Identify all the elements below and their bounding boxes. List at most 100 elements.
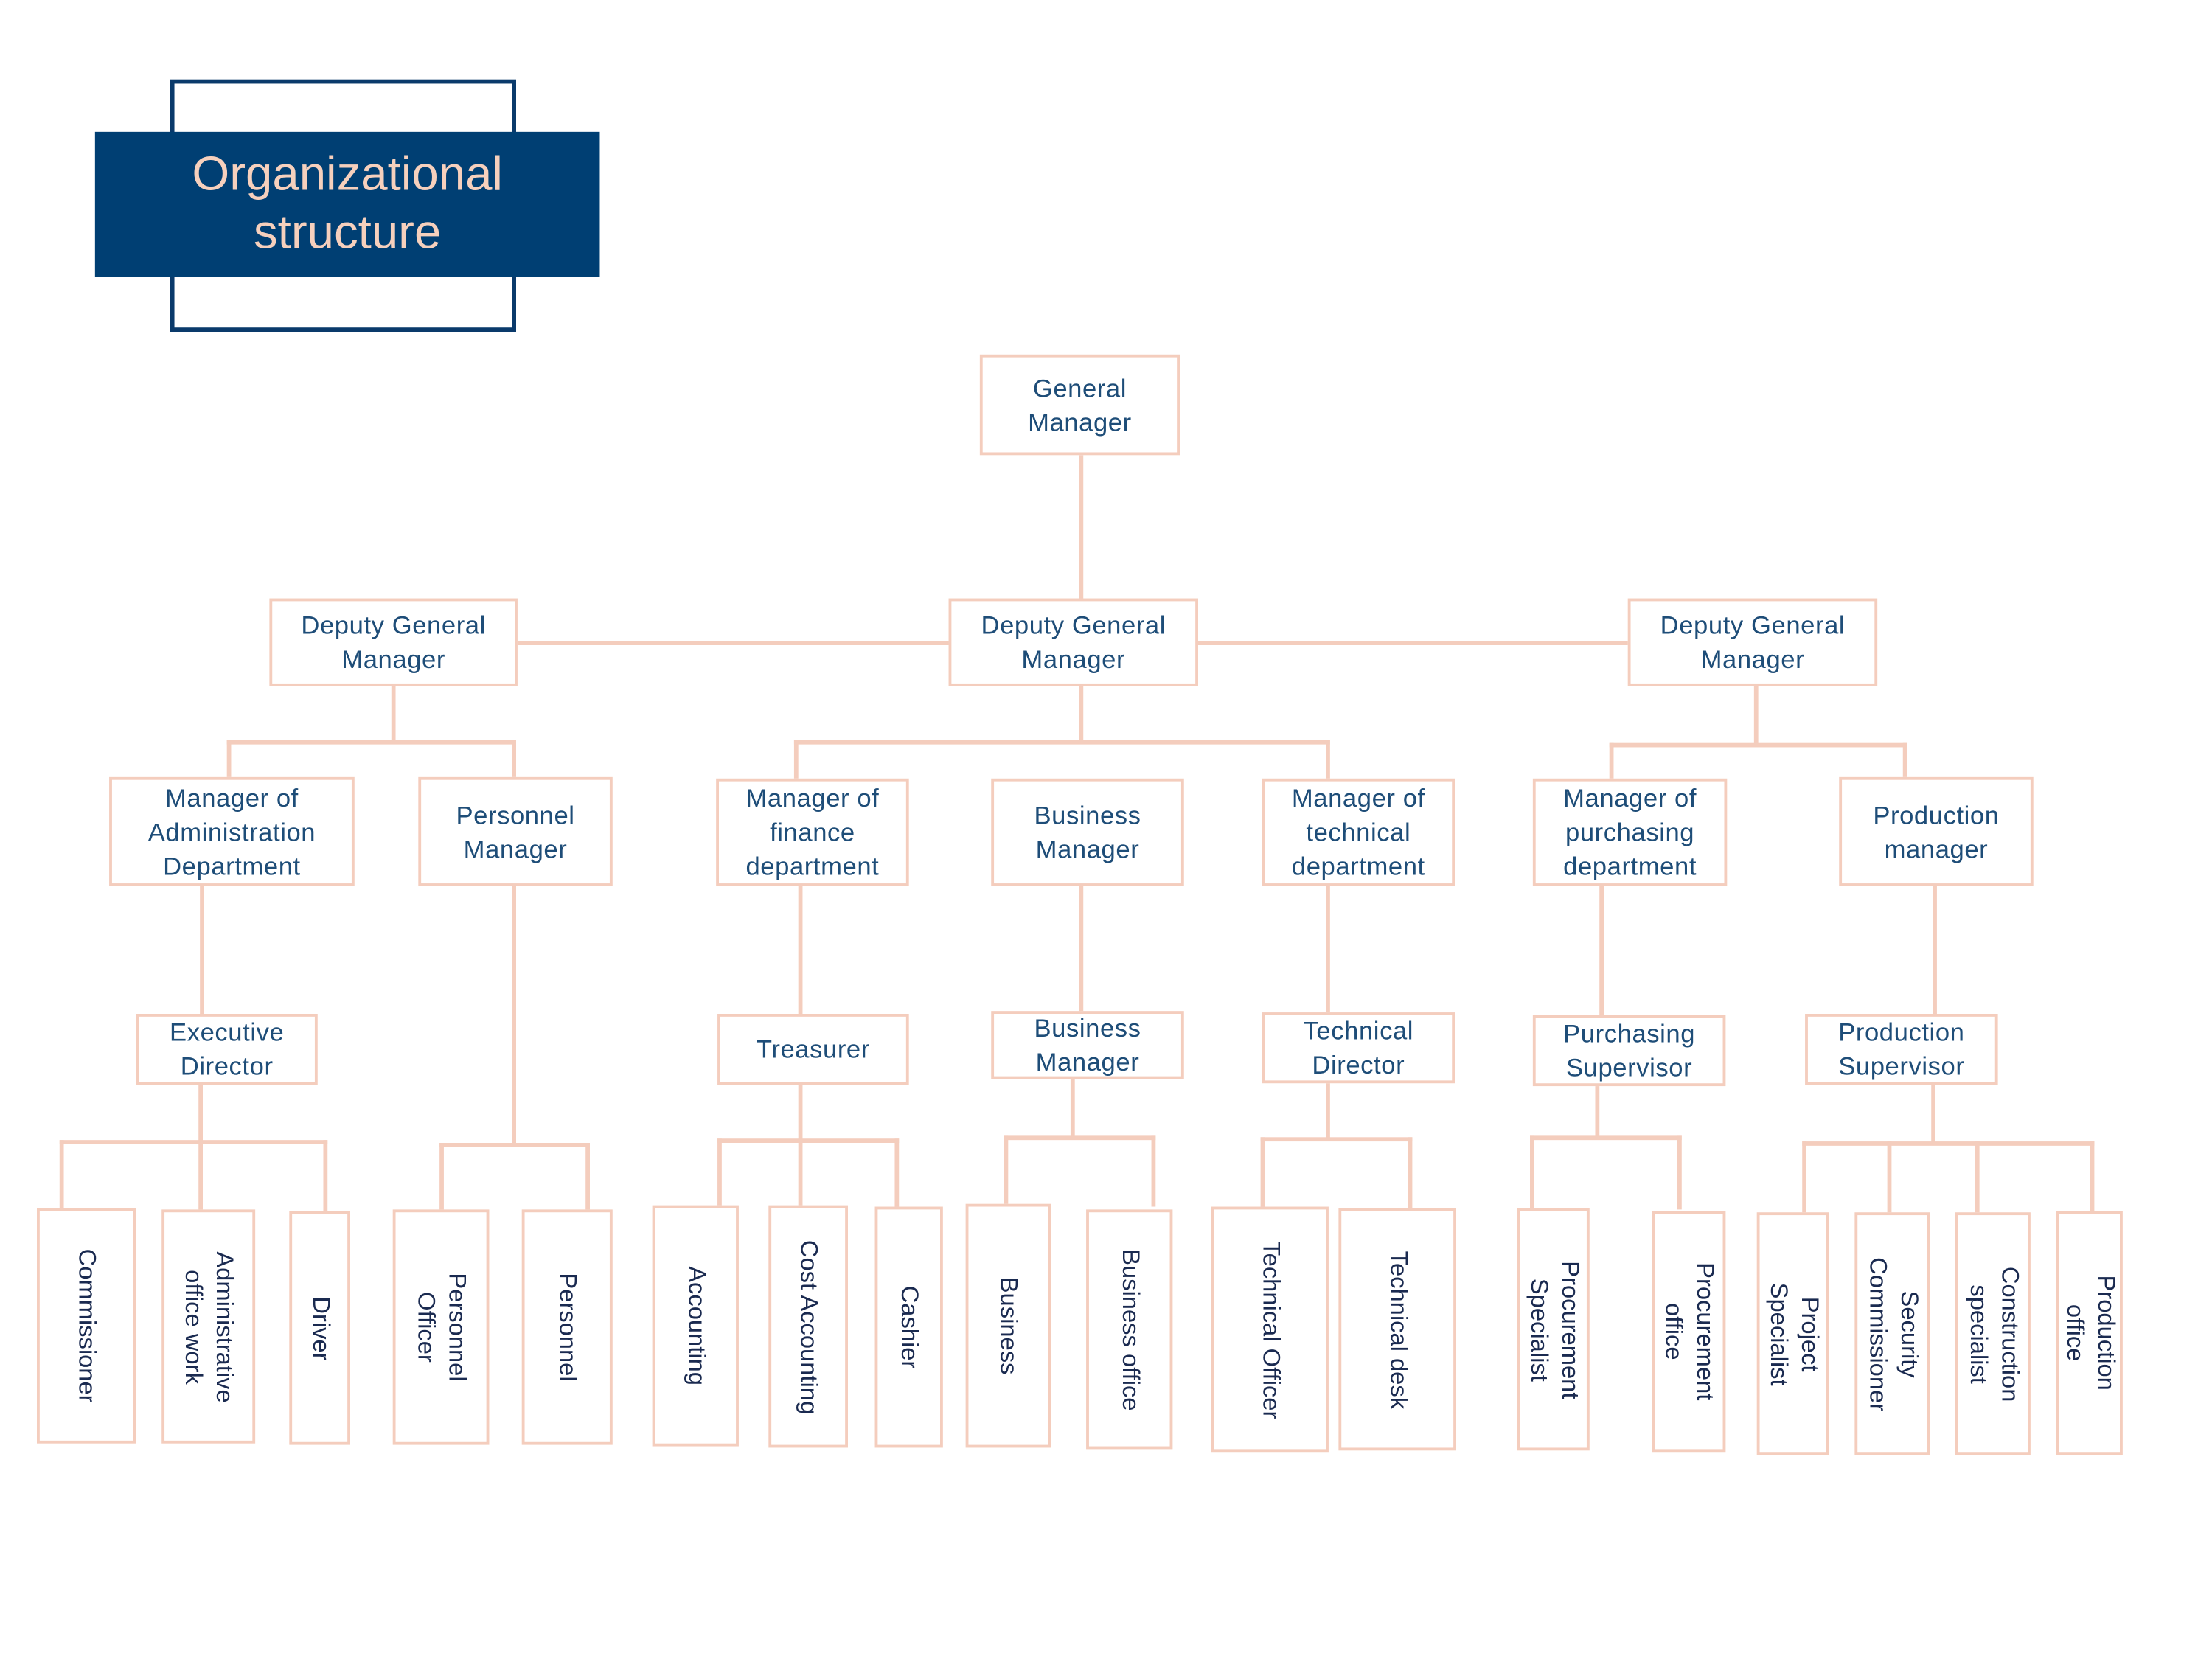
node-technical-director: Technical Director — [1262, 1012, 1455, 1084]
node-label: General Manager — [1028, 373, 1132, 437]
node-manager-of-administration: Manager of Administration Department — [109, 776, 355, 886]
node-treasurer: Treasurer — [717, 1014, 909, 1085]
leaf-label: Procurement office — [1660, 1262, 1719, 1401]
node-deputy-general-manager-right: Deputy General Manager — [1627, 598, 1878, 686]
title-banner: Organizational structure — [94, 131, 600, 277]
node-purchasing-supervisor: Purchasing Supervisor — [1532, 1015, 1726, 1087]
leaf-label: Commissioner — [74, 1248, 101, 1403]
node-label: Manager of technical department — [1291, 784, 1425, 881]
connector — [1070, 1077, 1075, 1139]
connector — [439, 1143, 591, 1147]
leaf-label: Driver — [307, 1295, 334, 1360]
leaf-label: Accounting — [682, 1266, 710, 1385]
connector — [59, 1140, 64, 1211]
node-personnel-manager: Personnel Manager — [418, 776, 613, 886]
connector — [1753, 684, 1759, 745]
connector — [1326, 885, 1330, 1015]
leaf-procurement-office: Procurement office — [1652, 1211, 1726, 1453]
page-title: Organizational structure — [192, 147, 503, 260]
node-general-manager: General Manager — [979, 354, 1180, 456]
node-manager-of-technical: Manager of technical department — [1262, 778, 1455, 886]
connector — [226, 740, 517, 745]
connector — [1326, 740, 1330, 780]
node-label: Manager of finance department — [745, 784, 880, 881]
connector — [1408, 1137, 1413, 1208]
node-label: Deputy General Manager — [301, 611, 486, 674]
leaf-label: Business office — [1116, 1248, 1144, 1411]
connector — [1887, 1141, 1892, 1214]
connector — [798, 885, 803, 1015]
connector — [391, 684, 396, 742]
connector — [226, 740, 232, 779]
leaf-label: Personnel — [554, 1273, 582, 1382]
leaf-project-specialist: Project Specialist — [1756, 1212, 1829, 1455]
node-executive-director: Executive Director — [136, 1014, 318, 1085]
connector — [798, 1083, 803, 1142]
node-label: Production Supervisor — [1838, 1018, 1965, 1081]
leaf-cost-accounting: Cost Accounting — [768, 1205, 849, 1448]
connector — [1802, 1141, 1807, 1214]
leaf-cashier: Cashier — [874, 1206, 943, 1448]
connector — [1975, 1141, 1980, 1214]
leaf-production-office: Production office — [2056, 1211, 2123, 1455]
node-deputy-general-manager-center: Deputy General Manager — [948, 598, 1199, 686]
connector — [793, 740, 1330, 745]
connector — [1004, 1135, 1009, 1207]
connector — [1530, 1135, 1534, 1210]
leaf-driver: Driver — [289, 1211, 351, 1445]
leaf-label: Security Commissioner — [1863, 1256, 1922, 1411]
leaf-label: Personnel Officer — [412, 1273, 471, 1382]
connector — [512, 885, 517, 1146]
leaf-commissioner: Commissioner — [37, 1208, 136, 1444]
connector — [1677, 1135, 1682, 1210]
leaf-accounting: Accounting — [652, 1205, 739, 1447]
connector — [1326, 1082, 1330, 1141]
node-label: Purchasing Supervisor — [1563, 1019, 1696, 1082]
connector — [1079, 885, 1084, 1013]
connector — [198, 1140, 204, 1211]
connector — [2090, 1141, 2095, 1214]
connector — [894, 1138, 900, 1207]
leaf-security-commissioner: Security Commissioner — [1854, 1212, 1930, 1455]
leaf-label: Business — [995, 1276, 1023, 1375]
node-manager-of-finance: Manager of finance department — [716, 778, 909, 886]
connector — [198, 1083, 204, 1144]
leaf-construction-specialist: Construction specialist — [1955, 1212, 2031, 1455]
leaf-label: Construction specialist — [1964, 1265, 2023, 1402]
node-business-manager-2: Business Manager — [991, 1011, 1184, 1079]
leaf-label: Project Specialist — [1764, 1281, 1823, 1385]
connector — [1079, 684, 1084, 742]
connector — [717, 1138, 900, 1144]
leaf-label: Cashier — [896, 1285, 923, 1369]
connector — [1595, 1085, 1600, 1139]
connector — [1802, 1141, 2095, 1146]
connector — [1079, 455, 1084, 600]
connector — [1609, 742, 1614, 780]
connector — [1197, 641, 1630, 646]
node-label: Deputy General Manager — [1660, 611, 1846, 674]
connector — [1151, 1135, 1156, 1207]
node-label: Business Manager — [1034, 1014, 1141, 1077]
node-label: Production manager — [1873, 800, 2000, 863]
connector — [793, 740, 799, 780]
leaf-label: Technical desk — [1384, 1250, 1412, 1409]
leaf-business: Business — [965, 1203, 1051, 1448]
node-production-manager: Production manager — [1839, 776, 2034, 886]
node-label: Treasurer — [756, 1034, 870, 1064]
connector — [1260, 1137, 1265, 1208]
connector — [1902, 742, 1907, 780]
connector — [1931, 1083, 1936, 1144]
leaf-label: Procurement Specialist — [1525, 1260, 1584, 1399]
leaf-label: Production office — [2061, 1275, 2120, 1391]
node-label: Manager of purchasing department — [1563, 784, 1697, 881]
node-business-manager: Business Manager — [991, 778, 1184, 886]
connector — [585, 1143, 591, 1213]
leaf-business-office: Business office — [1086, 1209, 1173, 1450]
leaf-personnel-officer: Personnel Officer — [392, 1209, 490, 1445]
leaf-technical-officer: Technical Officer — [1211, 1206, 1329, 1453]
leaf-label: Administrative office work — [180, 1251, 239, 1402]
node-label: Business Manager — [1034, 801, 1141, 864]
connector — [717, 1138, 722, 1207]
leaf-label: Technical Officer — [1256, 1240, 1284, 1419]
